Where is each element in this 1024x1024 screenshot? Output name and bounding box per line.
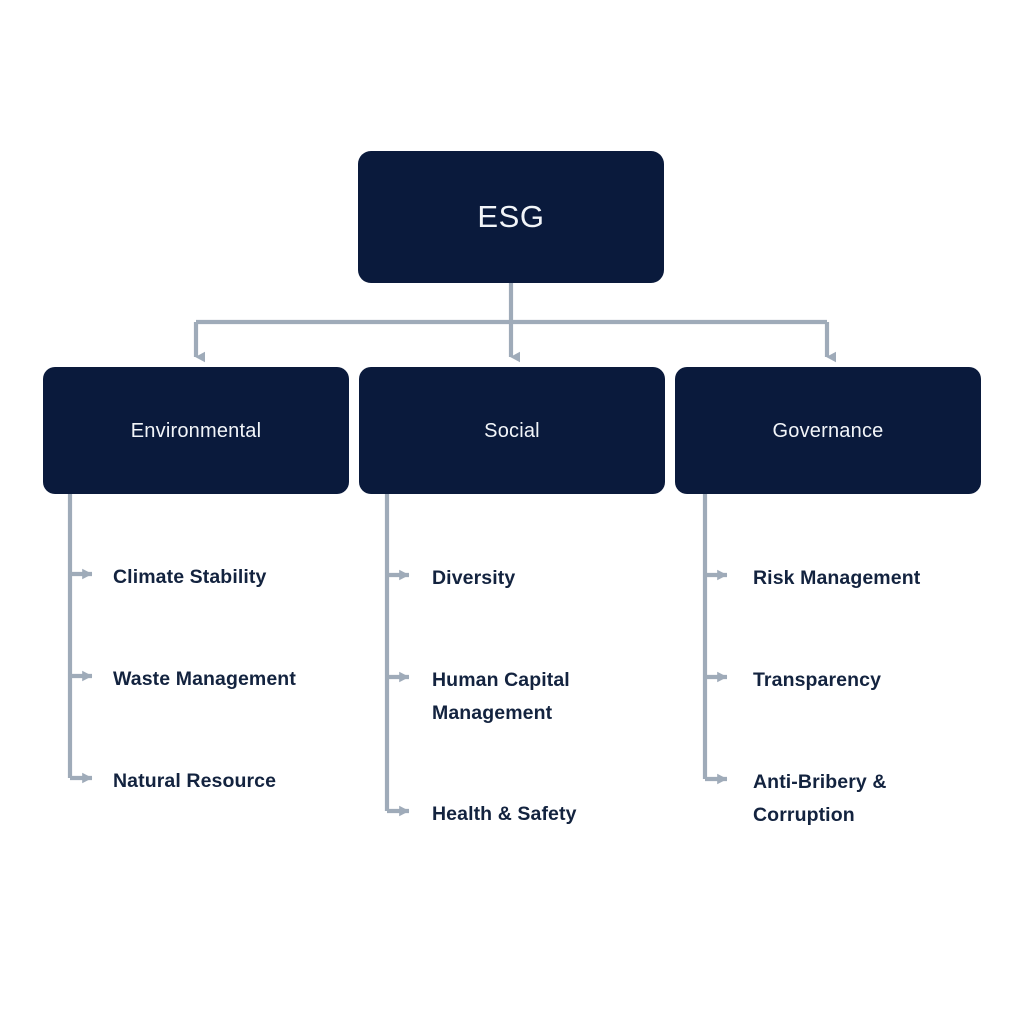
leaf-health-and-safety[interactable]: Health & Safety <box>432 803 577 825</box>
leaf-natural-resource[interactable]: Natural Resource <box>113 770 277 792</box>
leaf-risk-management[interactable]: Risk Management <box>753 567 921 589</box>
leaf-diversity[interactable]: Diversity <box>432 567 516 589</box>
node-governance-label: Governance <box>772 419 884 442</box>
node-social-label: Social <box>484 419 540 442</box>
leaf-transparency[interactable]: Transparency <box>753 669 882 691</box>
node-esg-root-label: ESG <box>477 199 545 235</box>
node-environmental-label: Environmental <box>130 419 262 442</box>
leaf-climate-stability[interactable]: Climate Stability <box>113 566 267 588</box>
node-environmental[interactable]: Environmental <box>43 367 349 494</box>
node-social[interactable]: Social <box>359 367 665 494</box>
leaf-anti-bribery-and-corruption[interactable]: Anti-Bribery & Corruption <box>753 771 887 826</box>
node-governance[interactable]: Governance <box>675 367 981 494</box>
node-esg-root[interactable]: ESG <box>358 151 664 283</box>
leaf-human-capital-management[interactable]: Human Capital Management <box>432 669 570 724</box>
leaf-waste-management[interactable]: Waste Management <box>113 668 296 690</box>
